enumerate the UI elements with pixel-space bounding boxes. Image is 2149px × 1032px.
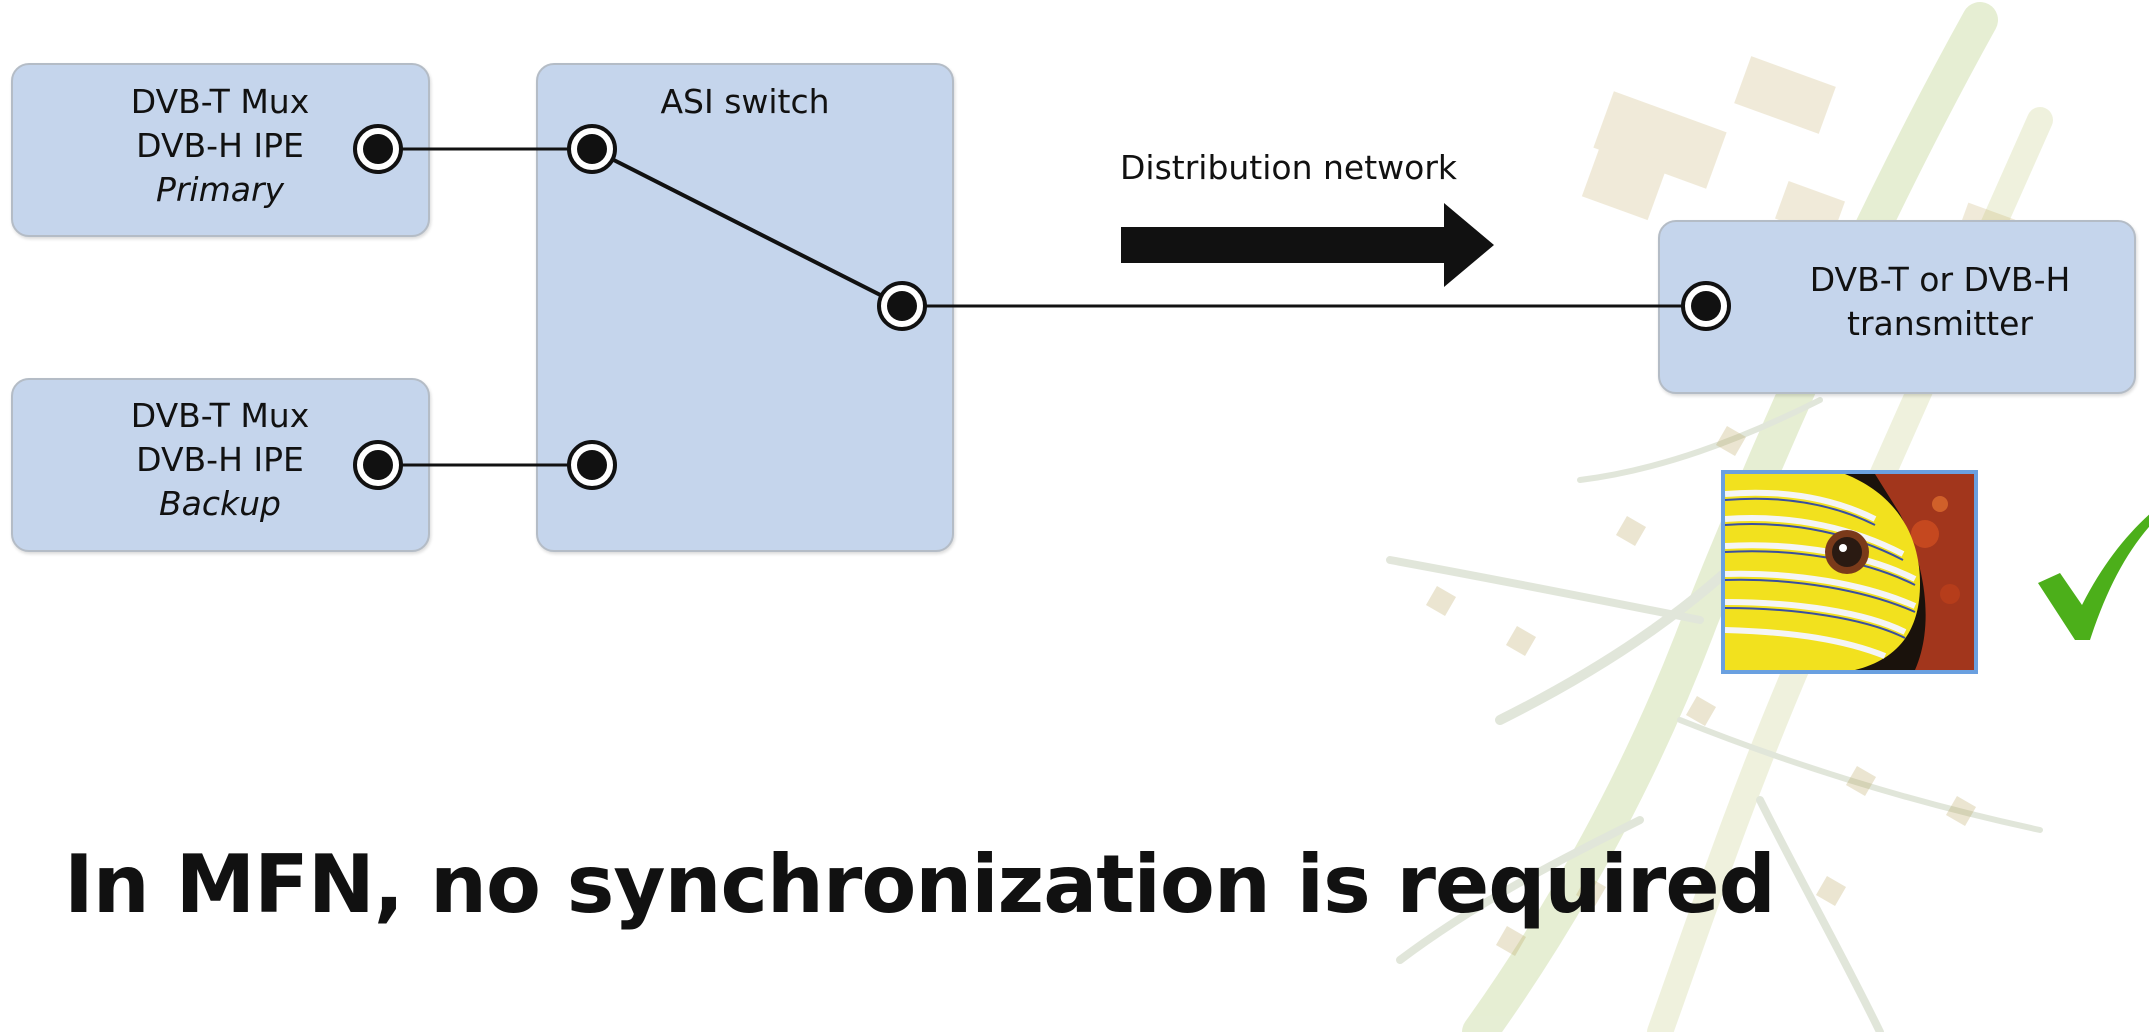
transmitter-label: DVB-T or DVB-H transmitter [1760,258,2120,346]
backup-line3: Backup [159,484,281,523]
distribution-arrow [1121,203,1494,287]
backup-mux-label: DVB-T Mux DVB-H IPE Backup [90,394,350,526]
transmitter-line1: DVB-T or DVB-H [1809,260,2071,299]
port-transmitter-in [1681,281,1731,331]
primary-mux-label: DVB-T Mux DVB-H IPE Primary [90,80,350,212]
asi-switch-label: ASI switch [660,82,830,121]
port-switch-in-backup [567,440,617,490]
transmitter-box [1658,220,2136,394]
backup-line2: DVB-H IPE [136,440,304,479]
port-primary-out [353,124,403,174]
green-checkmark-icon [2038,514,2149,640]
primary-line2: DVB-H IPE [136,126,304,165]
switch-lever-line [591,147,903,308]
primary-line3: Primary [155,170,285,209]
primary-line1: DVB-T Mux [130,82,310,121]
backup-line1: DVB-T Mux [130,396,310,435]
port-switch-out [877,281,927,331]
port-backup-out [353,440,403,490]
distribution-network-label: Distribution network [1120,148,1458,187]
primary-mux-box [11,63,430,237]
fish-image [1725,474,1974,670]
striped-fish-photo [1721,470,1978,674]
transmitter-line2: transmitter [1847,304,2033,343]
slide-title: In MFN, no synchronization is required [64,838,1776,931]
port-switch-in-primary [567,124,617,174]
